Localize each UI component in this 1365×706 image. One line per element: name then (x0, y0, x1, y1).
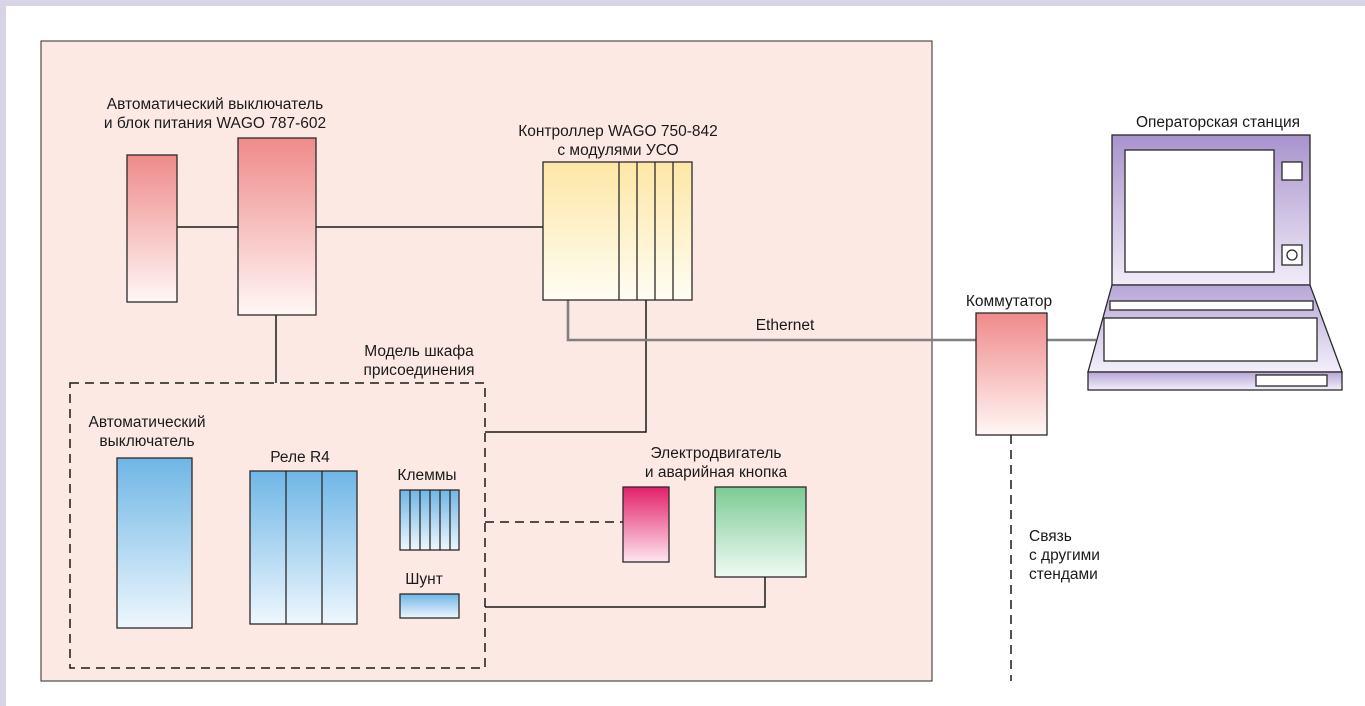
controller-label-line2: с модулями УСО (557, 142, 679, 159)
breaker-psu-label: Автоматический выключатель и блок питани… (104, 95, 326, 133)
frame-top-border (0, 0, 1365, 6)
relay-text: Реле R4 (270, 449, 330, 466)
cabinet-breaker-label-line2: выключатель (99, 433, 195, 450)
shunt-text: Шунт (405, 571, 443, 588)
other-stands-label: Связь с другими стендами (1029, 527, 1100, 584)
circuit-breaker-cabinet (116, 457, 193, 629)
cabinet-breaker-label: Автоматический выключатель (88, 413, 205, 451)
relay-label: Реле R4 (270, 448, 330, 467)
other-stands-label-line1: Связь (1029, 528, 1072, 545)
operator-laptop-icon (1087, 134, 1343, 391)
ethernet-text: Ethernet (755, 317, 815, 334)
relay-r4 (249, 470, 358, 625)
emergency-button-box (714, 486, 807, 578)
ethernet-lines (566, 300, 1096, 342)
ethernet-label: Ethernet (756, 316, 815, 335)
operator-station-text: Операторская станция (1135, 114, 1301, 131)
terminals-text: Клеммы (397, 467, 457, 484)
laptop-screen (1124, 149, 1275, 273)
cabinet-model-boundary (69, 382, 486, 669)
circuit-breaker-top (126, 154, 178, 303)
dashed-links (69, 382, 1012, 681)
shunt (399, 593, 460, 619)
shunt-label: Шунт (405, 570, 443, 589)
controller-wago-750-842 (542, 161, 693, 301)
controller-label-line1: Контроллер WAGO 750-842 (518, 123, 718, 140)
laptop-keyboard (1109, 300, 1314, 311)
operator-station-label: Операторская станция (1136, 113, 1300, 132)
terminal-block (399, 489, 460, 551)
laptop-touchpad-strip (1103, 317, 1318, 362)
controller-label: Контроллер WAGO 750-842 с модулями УСО (518, 122, 718, 160)
wiring (177, 226, 766, 608)
cabinet-breaker-label-line1: Автоматический (88, 414, 206, 431)
switch-label: Коммутатор (966, 292, 1052, 311)
terminals-label: Клеммы (397, 466, 456, 485)
motor-button-label: Электродвигатель и аварийная кнопка (645, 444, 787, 482)
wire-controller-to-cabinet (485, 300, 647, 433)
switch-text: Коммутатор (965, 293, 1053, 310)
laptop-drive-slot (1255, 374, 1328, 387)
cabinet-model-label-line2: присоединения (363, 362, 475, 379)
ethernet-controller-to-switch (566, 300, 976, 342)
other-stands-label-line3: стендами (1029, 566, 1098, 583)
wire-cabinet-to-motor (485, 577, 766, 608)
laptop-square-button (1281, 161, 1303, 181)
breaker-psu-label-line1: Автоматический выключатель (106, 96, 324, 113)
cabinet-model-label-line1: Модель шкафа (364, 343, 474, 360)
motor-button-label-line1: Электродвигатель (650, 445, 782, 462)
other-stands-label-line2: с другими (1029, 547, 1100, 564)
network-switch (975, 312, 1048, 436)
cabinet-model-label: Модель шкафа присоединения (364, 342, 475, 380)
frame-left-border (0, 0, 6, 706)
motor-button-label-line2: и аварийная кнопка (644, 464, 788, 481)
breaker-psu-label-line2: и блок питания WAGO 787-602 (103, 115, 327, 132)
power-supply-wago-787-602 (237, 137, 317, 316)
electric-motor (622, 486, 670, 563)
